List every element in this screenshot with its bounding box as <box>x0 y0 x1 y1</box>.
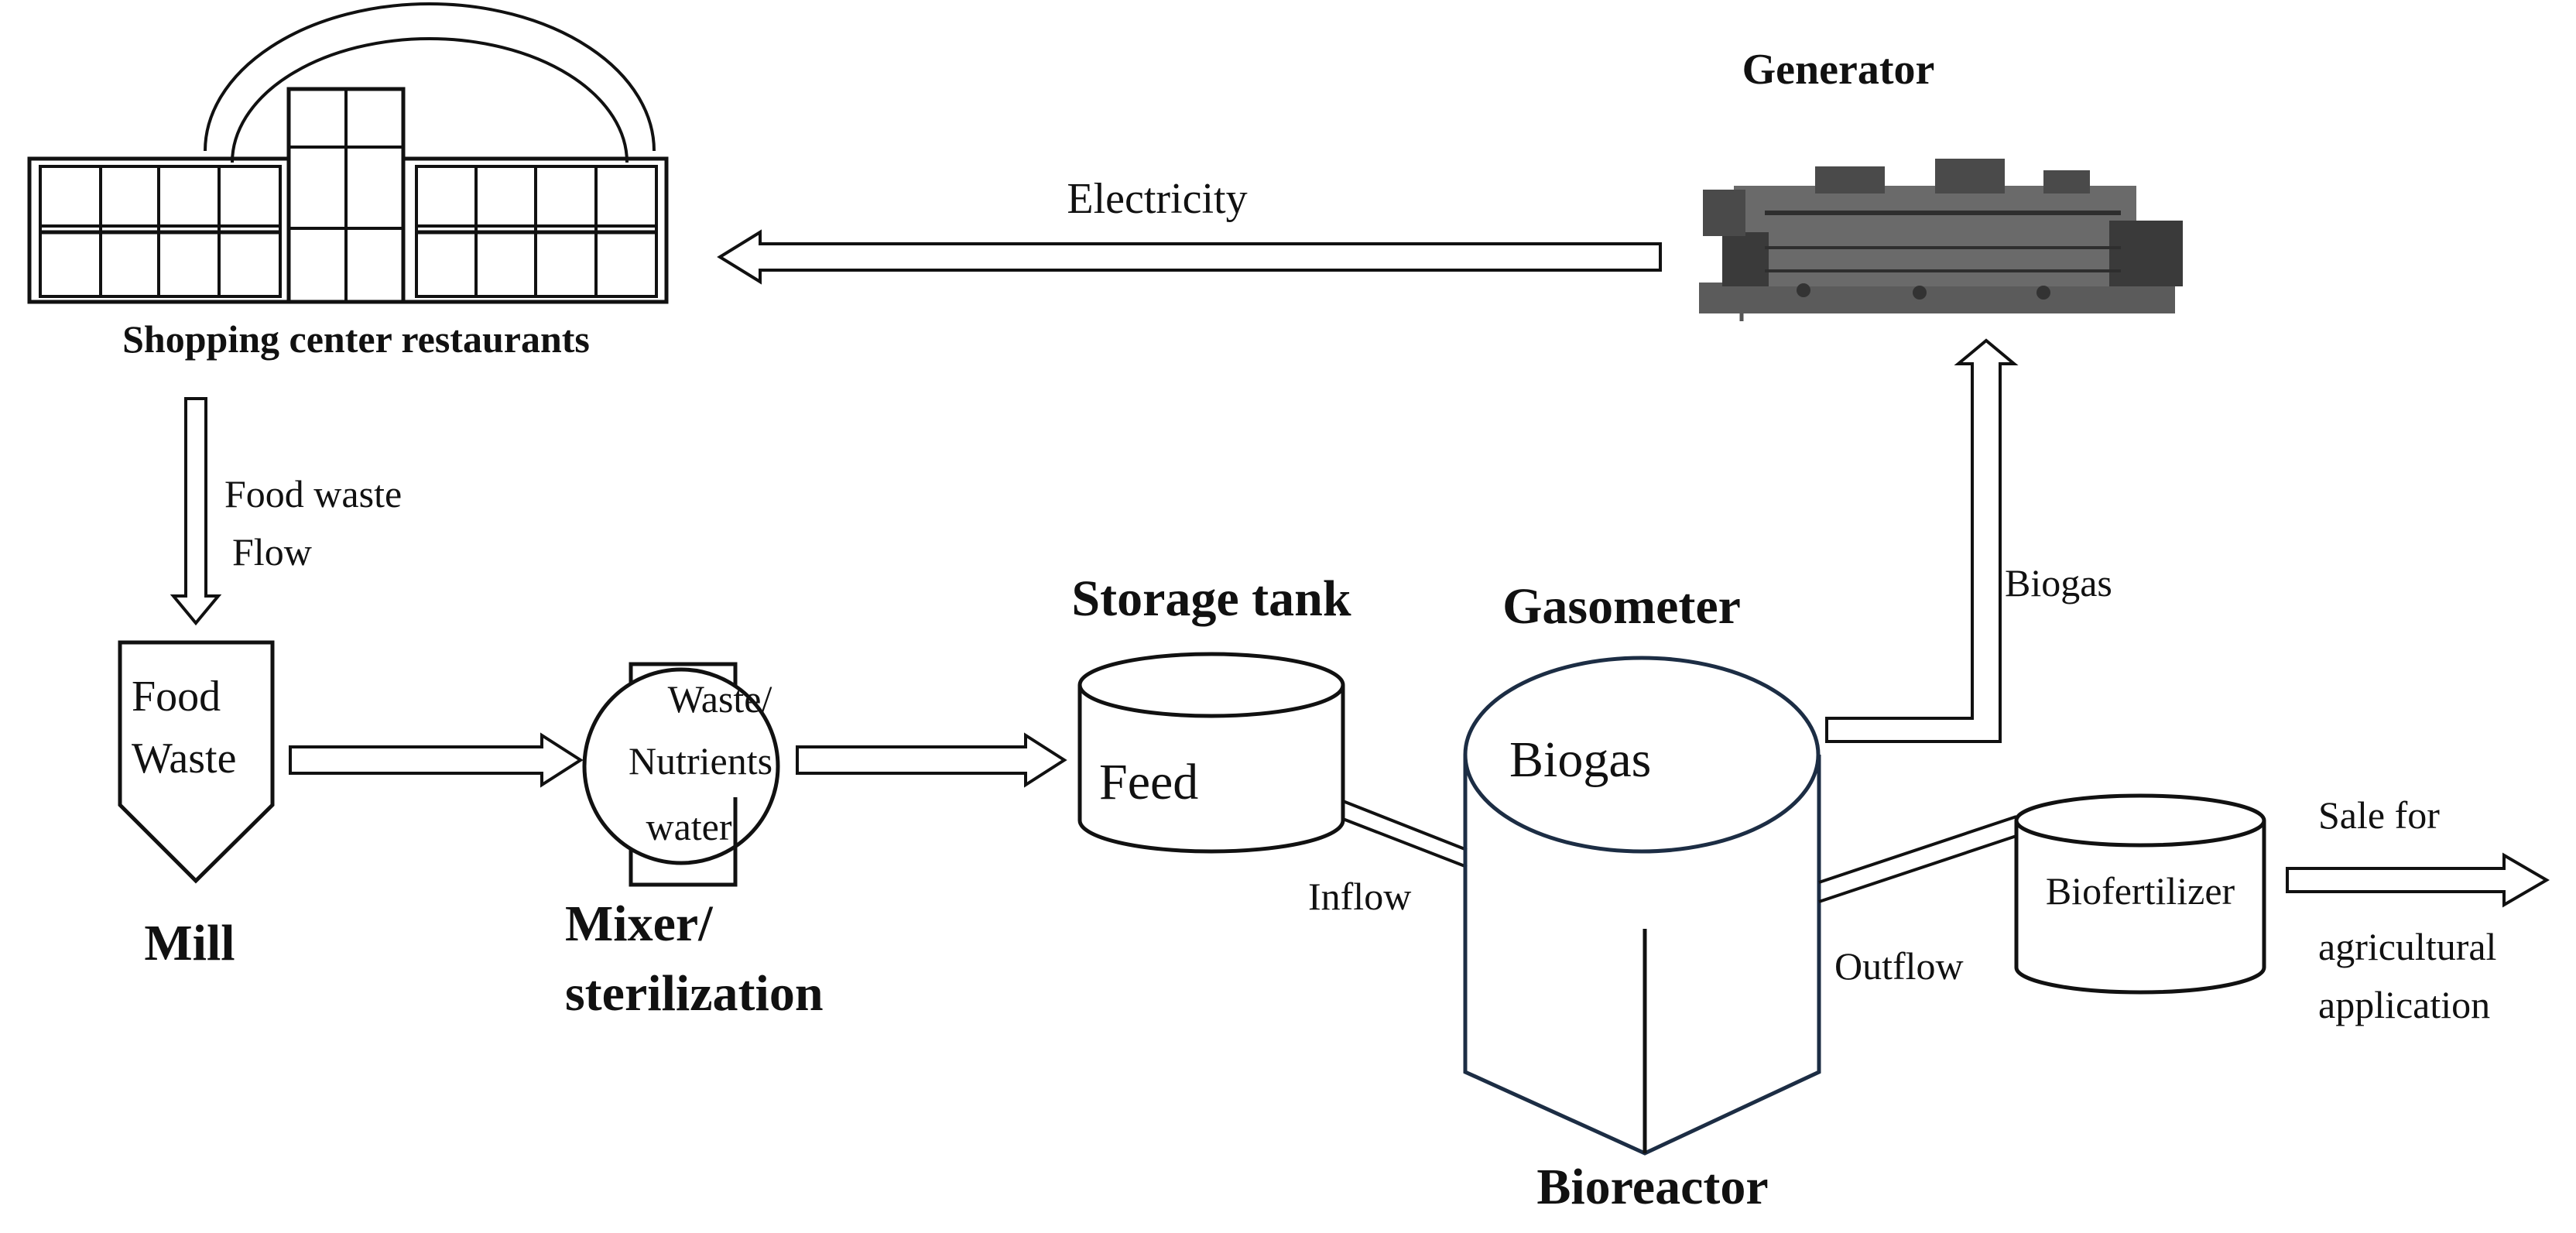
sale-label-line2: agricultural <box>2318 925 2496 968</box>
food-waste-line1: Food <box>132 673 221 721</box>
generator-label: Generator <box>1742 46 1935 94</box>
bioreactor-tank <box>1463 656 1821 1156</box>
mixer-content-line3: water <box>646 805 731 848</box>
mixer-content-line2: Nutrients <box>629 739 772 783</box>
food-waste-line2: Waste <box>132 735 236 783</box>
inflow-pipe <box>1342 800 1468 868</box>
gasometer-label: Gasometer <box>1502 578 1741 635</box>
mill-label: Mill <box>144 915 235 971</box>
bioreactor-label: Bioreactor <box>1536 1159 1768 1215</box>
biofertilizer-label: Biofertilizer <box>2046 869 2235 913</box>
food-waste-flow-label-line2: Flow <box>232 530 312 574</box>
food-waste-flow-arrow <box>170 397 222 626</box>
biogas-arrow <box>1825 338 2019 743</box>
food-waste-flow-label-line1: Food waste <box>224 472 402 515</box>
biogas-inside-label: Biogas <box>1509 731 1651 788</box>
biofertilizer-tank <box>2014 793 2266 995</box>
arrow-mixer-to-storage <box>796 732 1067 788</box>
sale-label-line1: Sale for <box>2318 793 2440 837</box>
outflow-pipe <box>1818 815 2017 903</box>
shopping-center-building <box>27 2 669 304</box>
mixer-label-line2: sterilization <box>565 965 824 1022</box>
mixer-label-line1: Mixer/ <box>565 896 714 952</box>
electricity-arrow <box>717 229 1662 285</box>
storage-tank <box>1077 652 1345 854</box>
feed-label: Feed <box>1099 754 1198 810</box>
inflow-label: Inflow <box>1308 875 1411 918</box>
shopping-center-label: Shopping center restaurants <box>122 317 590 361</box>
sale-label-line3: application <box>2318 983 2490 1026</box>
mixer-content-line1: Waste/ <box>668 677 772 721</box>
mixer-tank <box>582 662 780 887</box>
outflow-label: Outflow <box>1834 944 1964 988</box>
storage-tank-label: Storage tank <box>1071 570 1351 627</box>
mill-hopper <box>118 640 275 884</box>
generator-image <box>1699 159 2183 321</box>
biogas-arrow-label: Biogas <box>2005 561 2112 605</box>
electricity-label: Electricity <box>1067 175 1247 223</box>
arrow-mill-to-mixer <box>289 732 584 788</box>
sale-arrow <box>2286 852 2550 908</box>
